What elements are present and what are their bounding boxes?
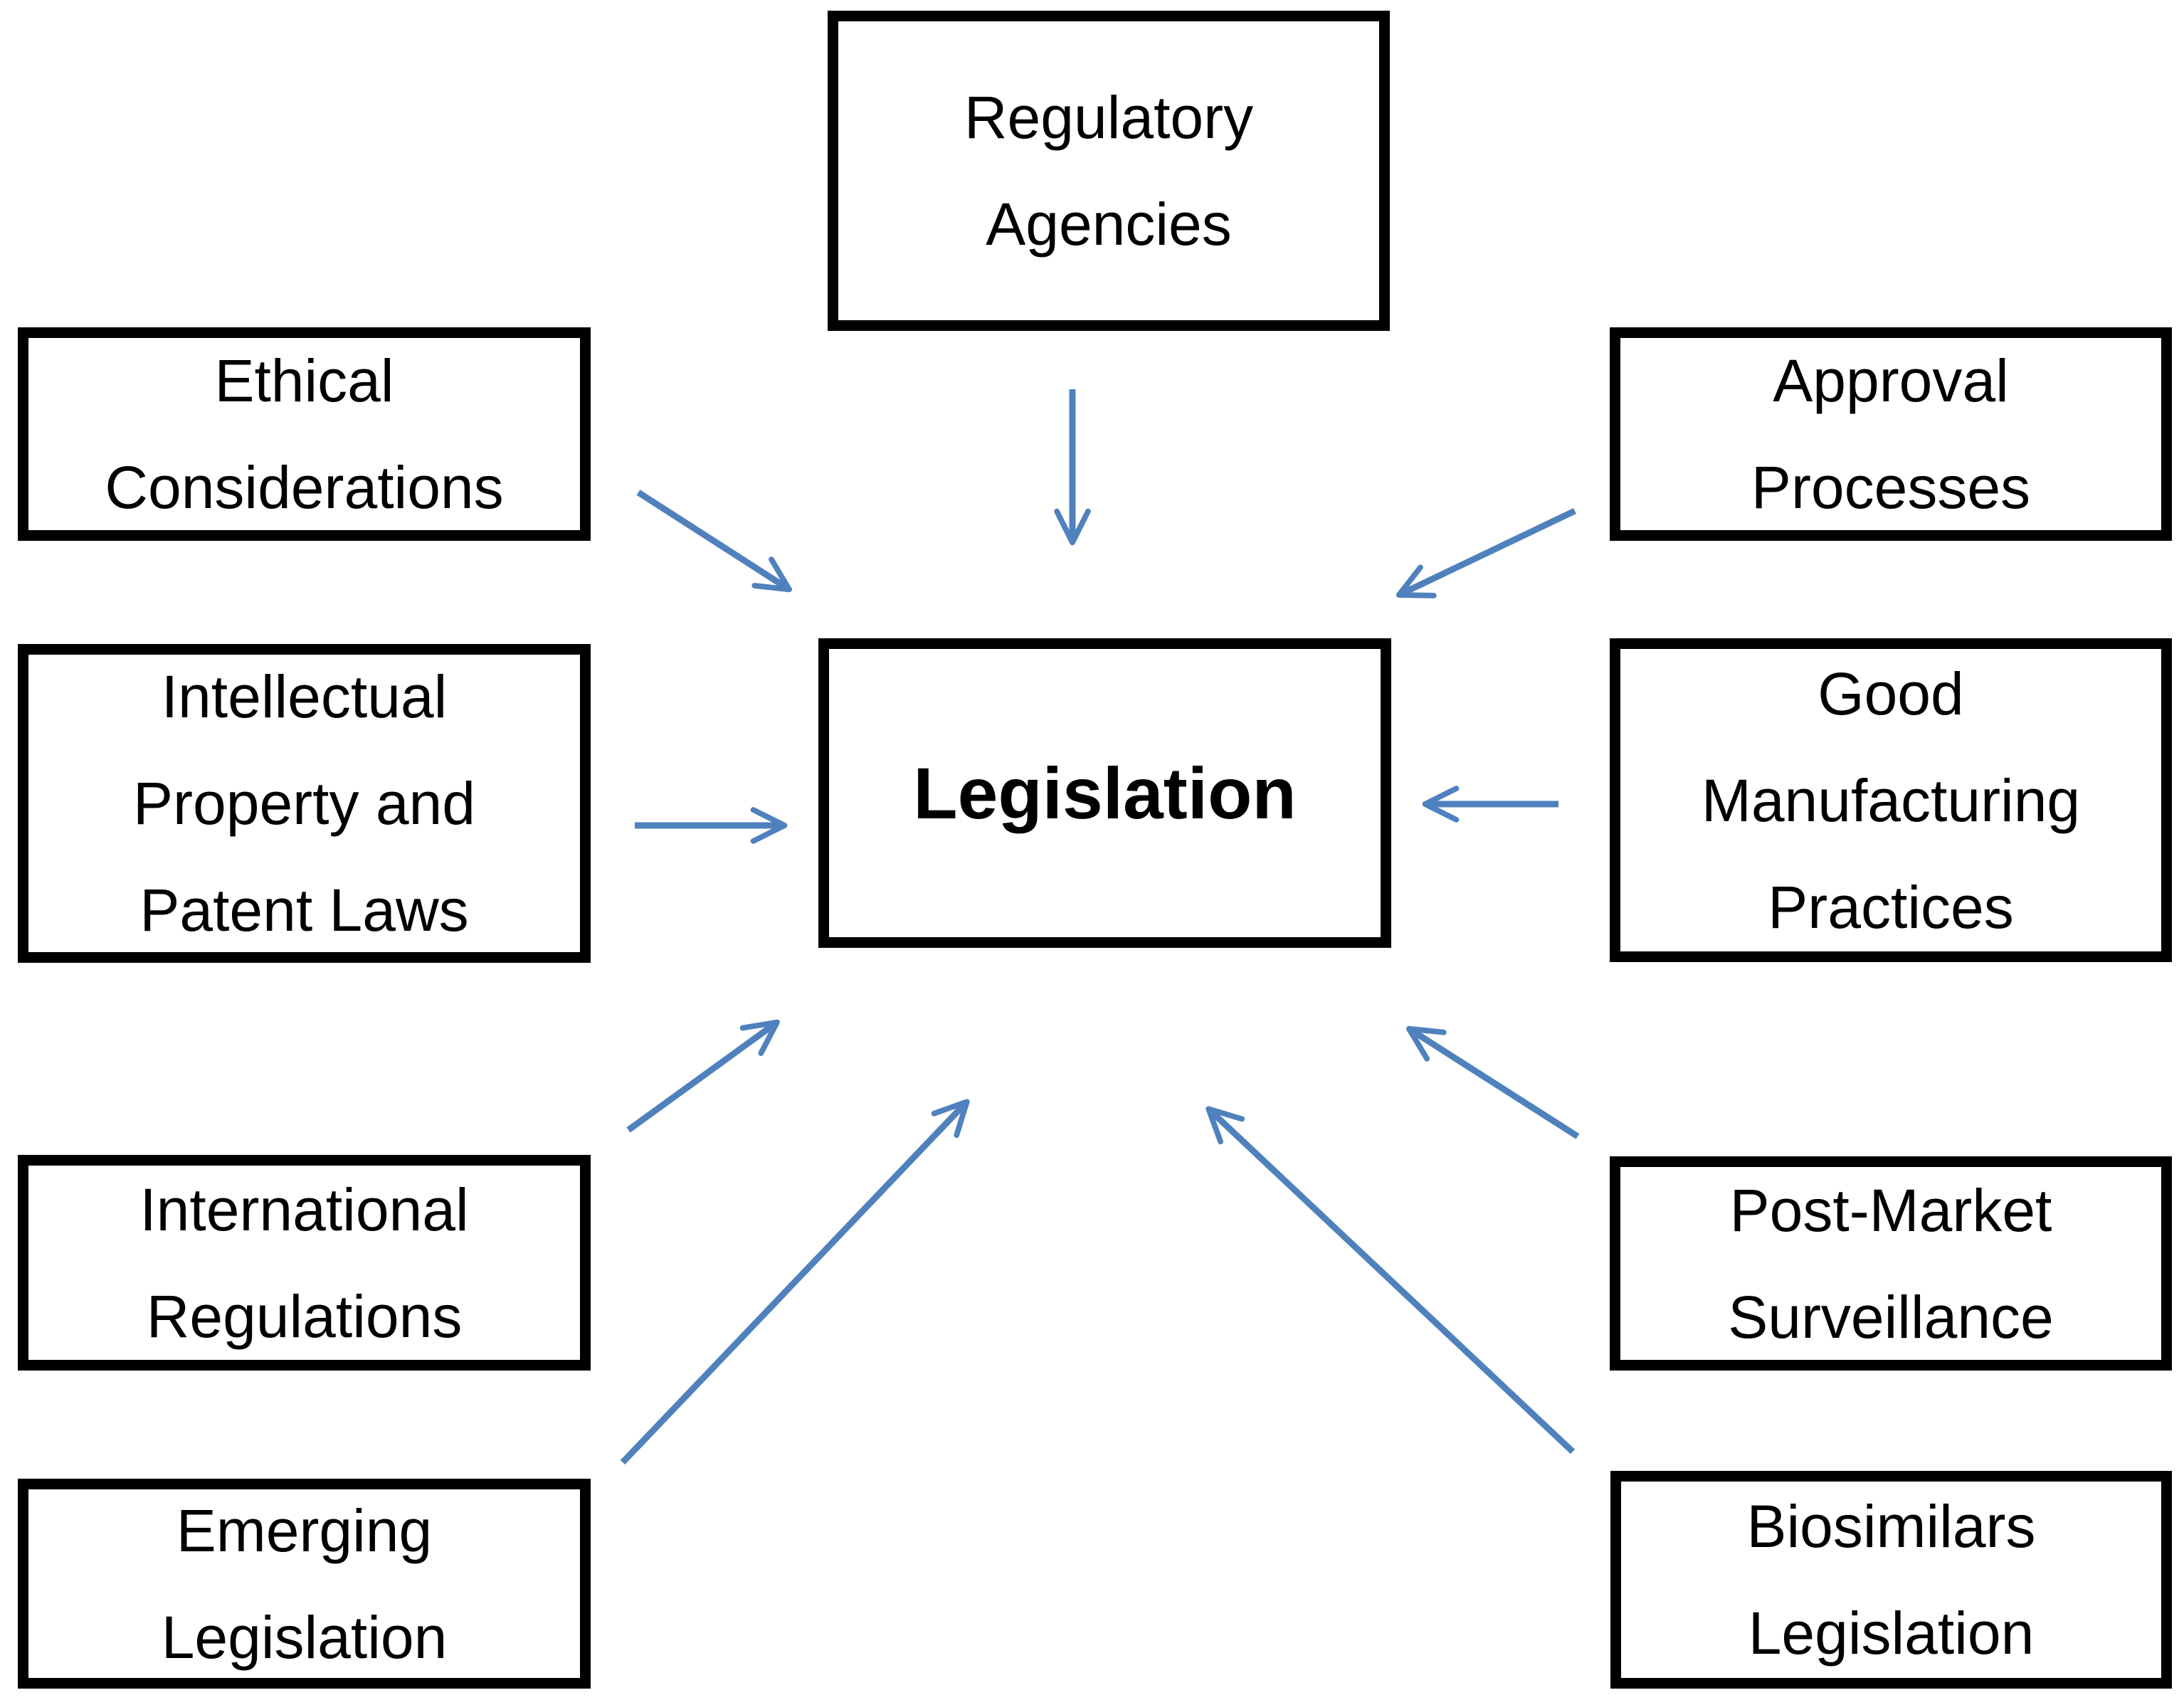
node-international-regulations-line2: Regulations xyxy=(146,1282,463,1350)
node-regulatory-agencies: Regulatory Agencies xyxy=(828,11,1390,331)
node-good-manufacturing-practices: Good Manufacturing Practices xyxy=(1610,638,2172,962)
node-regulatory-agencies-line2: Agencies xyxy=(986,191,1232,258)
node-gmp-line2: Manufacturing xyxy=(1701,766,2081,834)
arrow-postmarket-to-legislation xyxy=(1406,1025,1580,1139)
node-biosimilars-legislation-line1: Biosimilars xyxy=(1746,1493,2036,1560)
node-biosimilars-legislation-line2: Legislation xyxy=(1748,1600,2035,1667)
node-intellectual-property-line3: Patent Laws xyxy=(139,877,469,944)
node-intellectual-property: Intellectual Property and Patent Laws xyxy=(18,644,591,963)
node-emerging-legislation-line1: Emerging xyxy=(176,1496,433,1564)
node-approval-processes: Approval Processes xyxy=(1610,327,2172,541)
node-ethical-considerations-line2: Considerations xyxy=(105,454,504,521)
node-gmp-line3: Practices xyxy=(1768,873,2014,941)
node-legislation-center: Legislation xyxy=(818,638,1391,948)
node-biosimilars-legislation: Biosimilars Legislation xyxy=(1610,1471,2172,1689)
node-international-regulations: International Regulations xyxy=(18,1155,591,1371)
arrow-ethical-to-legislation xyxy=(636,490,792,593)
arrow-emerging-to-legislation xyxy=(620,1099,970,1465)
node-post-market-surveillance-line2: Surveillance xyxy=(1728,1283,2054,1351)
node-post-market-surveillance-line1: Post-Market xyxy=(1729,1176,2052,1244)
arrow-biosimilars-to-legislation xyxy=(1206,1106,1576,1454)
node-international-regulations-line1: International xyxy=(139,1176,469,1243)
node-post-market-surveillance: Post-Market Surveillance xyxy=(1610,1156,2172,1371)
arrow-approval-to-legislation xyxy=(1396,507,1576,598)
arrow-intl-to-legislation xyxy=(626,1019,780,1133)
node-approval-processes-line1: Approval xyxy=(1773,347,2009,414)
node-ethical-considerations: Ethical Considerations xyxy=(18,327,591,541)
node-ethical-considerations-line1: Ethical xyxy=(214,347,394,414)
node-regulatory-agencies-line1: Regulatory xyxy=(964,84,1254,151)
node-emerging-legislation: Emerging Legislation xyxy=(18,1479,591,1689)
node-emerging-legislation-line2: Legislation xyxy=(161,1603,448,1671)
node-intellectual-property-line1: Intellectual xyxy=(161,663,448,730)
node-gmp-line1: Good xyxy=(1818,660,1964,727)
node-legislation-label: Legislation xyxy=(913,752,1297,834)
node-intellectual-property-line2: Property and xyxy=(133,770,475,837)
node-approval-processes-line2: Processes xyxy=(1751,454,2031,521)
